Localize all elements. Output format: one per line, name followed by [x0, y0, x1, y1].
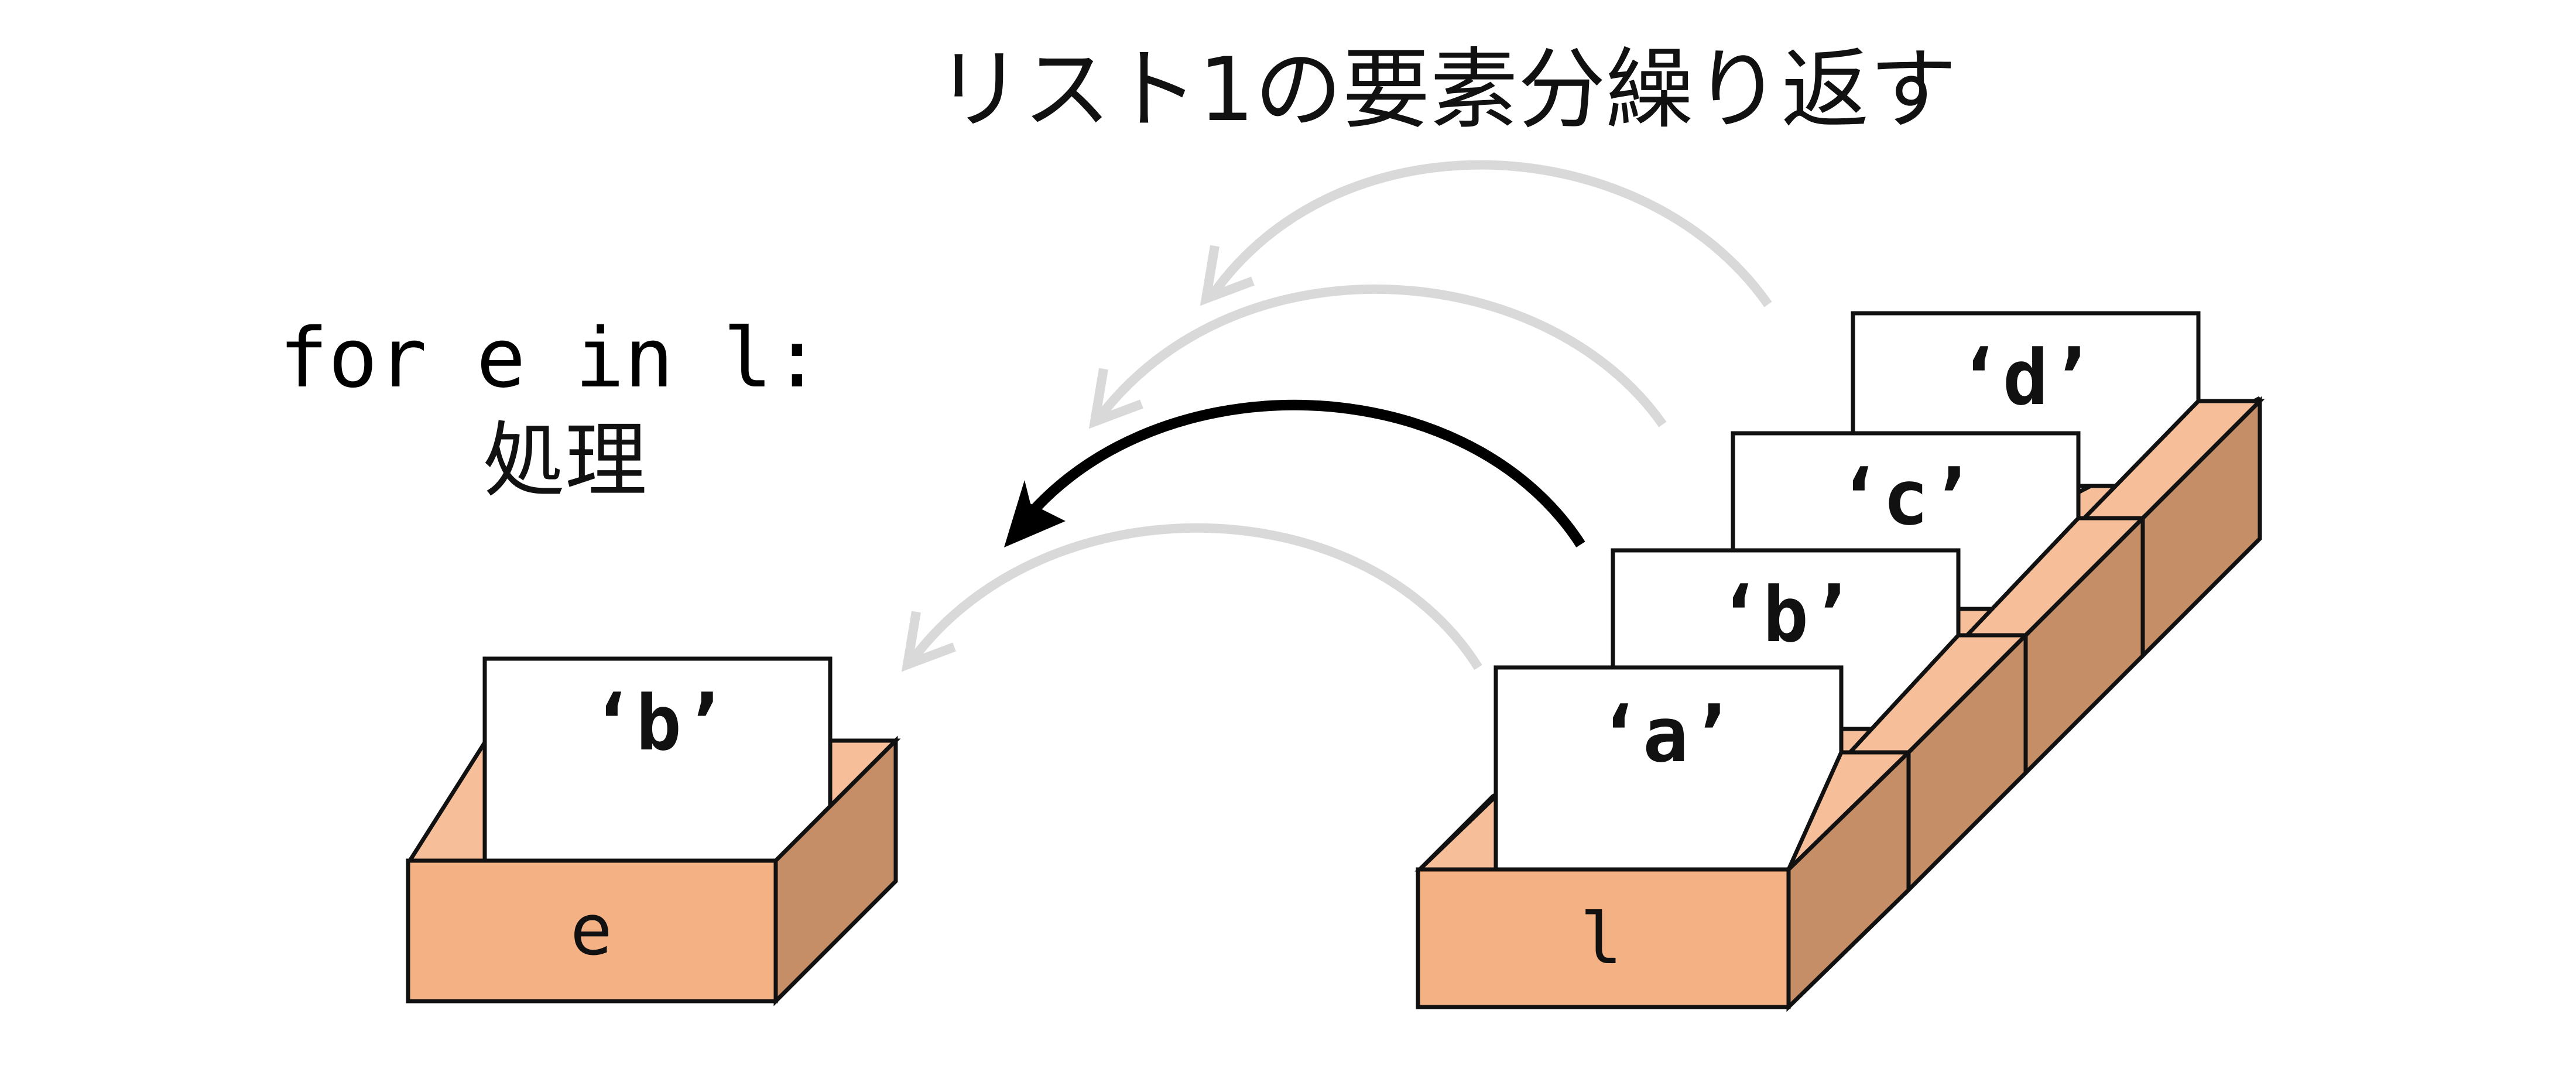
- variable-card-value: ‘b’: [590, 679, 728, 768]
- list-box-front: [1416, 867, 1791, 1009]
- list-card-a: [1493, 665, 1844, 872]
- arrow-from-c-head: [1088, 368, 1143, 429]
- list-box-top-left: [1414, 791, 1498, 872]
- arrow-from-b-active: [1008, 399, 1585, 547]
- variable-box-front: [406, 858, 778, 1004]
- arrow-from-d-head: [1200, 245, 1255, 306]
- variable-box-e: [406, 656, 901, 1006]
- code-line-process: 処理: [483, 413, 647, 509]
- list-card-c-value: ‘c’: [1837, 453, 1975, 542]
- variable-card: [482, 656, 833, 881]
- variable-box-label: e: [570, 890, 612, 971]
- list-box-l: [1414, 311, 2265, 1012]
- arrow-from-b-active-head: [1004, 480, 1066, 547]
- list-card-a-value: ‘a’: [1597, 690, 1735, 779]
- list-card-d-value: ‘d’: [1957, 333, 2095, 422]
- list-box-top-a: [1786, 750, 1914, 871]
- arrow-from-a: [909, 523, 1482, 670]
- arrow-from-c: [1097, 284, 1667, 427]
- arrow-from-d: [1208, 160, 1772, 307]
- code-line-for: for e in l:: [279, 311, 821, 406]
- iteration-arrows: [901, 160, 1772, 672]
- arrow-from-a-head: [901, 611, 956, 672]
- diagram-title: リスト1の要素分繰り返す: [935, 39, 1957, 141]
- list-box-label: l: [1580, 899, 1622, 980]
- list-card-b-value: ‘b’: [1717, 570, 1855, 659]
